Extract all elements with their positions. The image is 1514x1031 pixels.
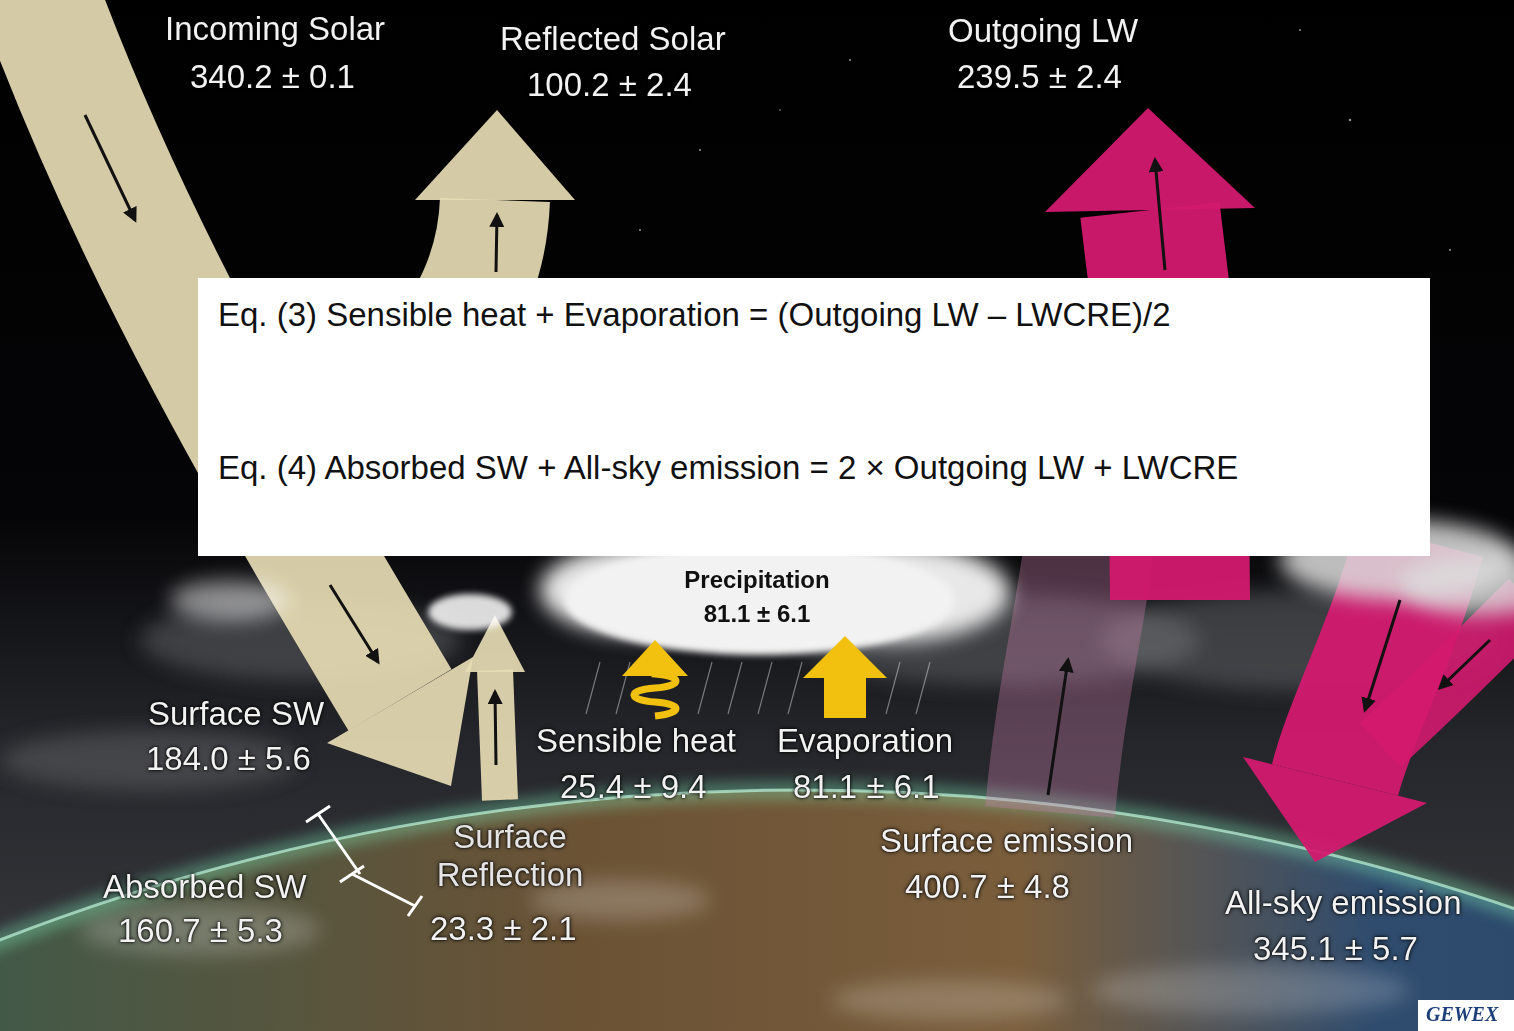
horizon-line	[0, 790, 1514, 1031]
flux-value: 239.5 ± 2.4	[957, 58, 1122, 96]
label-slot: 81.1 ± 6.1	[793, 768, 940, 806]
flux-name: Absorbed SW	[103, 868, 307, 906]
cloud	[170, 580, 290, 620]
all-sky-emission-head	[1243, 757, 1427, 862]
label-slot: Absorbed SW	[103, 868, 307, 906]
direction-arrow	[330, 585, 378, 662]
flux-name: Sensible heat	[536, 722, 736, 760]
direction-arrow	[495, 692, 496, 765]
rain-streak	[916, 662, 930, 714]
label-slot: All-sky emission	[1225, 884, 1462, 922]
stars	[639, 29, 1451, 251]
outgoing-lw-head	[1045, 108, 1255, 212]
direction-arrow	[496, 215, 497, 272]
equation-text: Eq. (3) Sensible heat + Evaporation = (O…	[218, 295, 1410, 335]
sensible-heat-head	[622, 640, 688, 676]
flux-name: Incoming Solar	[165, 10, 385, 48]
evaporation-band	[824, 676, 866, 718]
all-sky-emission-stream	[1380, 600, 1514, 745]
star	[639, 229, 641, 231]
label-slot: Evaporation	[777, 722, 953, 760]
cloud	[1400, 555, 1514, 615]
star	[849, 59, 851, 61]
earth	[0, 790, 1514, 1031]
equation-box: Eq. (3) Sensible heat + Evaporation = (O…	[198, 278, 1430, 556]
rain-streak	[728, 662, 742, 714]
flux-name: Precipitation	[657, 566, 857, 594]
rain-streak	[698, 662, 712, 714]
label-slot: Surface emission	[880, 822, 1133, 860]
label-slot: 400.7 ± 4.8	[905, 868, 1070, 906]
label-slot: 345.1 ± 5.7	[1253, 930, 1418, 968]
label-slot: 81.1 ± 6.1	[657, 600, 857, 628]
flux-value: 345.1 ± 5.7	[1253, 930, 1418, 968]
cloud	[830, 980, 1070, 1020]
direction-arrows	[85, 115, 1490, 795]
star	[779, 109, 781, 111]
cloud	[428, 594, 512, 630]
label-slot: Sensible heat	[536, 722, 736, 760]
flux-value: 100.2 ± 2.4	[527, 66, 692, 104]
flux-name: All-sky emission	[1225, 884, 1462, 922]
label-slot: Outgoing LW	[948, 12, 1138, 50]
sensible-heat-squiggle	[634, 670, 676, 716]
flux-value: 184.0 ± 5.6	[146, 740, 311, 778]
rain-streak	[758, 662, 772, 714]
label-slot: 239.5 ± 2.4	[957, 58, 1122, 96]
label-slot: Precipitation	[657, 566, 857, 594]
cloud	[1090, 965, 1410, 1015]
flux-name: Surface emission	[880, 822, 1133, 860]
rain-streak	[788, 662, 802, 714]
surface-emission-band	[1050, 540, 1090, 812]
star	[1349, 119, 1351, 121]
reflected-solar-head	[415, 110, 575, 200]
label-slot: 23.3 ± 2.1	[430, 910, 577, 948]
star	[699, 149, 701, 151]
flux-name: Surface Reflection	[425, 818, 595, 894]
label-slot: Reflected Solar	[500, 20, 726, 58]
evaporation-head	[803, 636, 887, 678]
cloud	[80, 905, 320, 955]
rain-streak	[886, 662, 900, 714]
direction-arrow	[1365, 600, 1400, 710]
equation-text: Eq. (4) Absorbed SW + All-sky emission =…	[218, 448, 1410, 488]
label-slot: Surface Reflection	[425, 818, 595, 894]
label-slot: Incoming Solar	[165, 10, 385, 48]
rain-streak	[586, 662, 600, 714]
flux-value: 23.3 ± 2.1	[430, 910, 577, 948]
surface-reflection-band	[495, 670, 500, 800]
logo-text: GEWEX	[1426, 1003, 1498, 1026]
flux-name: Outgoing LW	[948, 12, 1138, 50]
label-slot: 340.2 ± 0.1	[190, 58, 355, 96]
star	[1449, 249, 1451, 251]
label-slot: 25.4 ± 9.4	[560, 768, 707, 806]
flux-name: Evaporation	[777, 722, 953, 760]
direction-arrow	[1440, 640, 1490, 688]
label-slot: 160.7 ± 5.3	[118, 912, 283, 950]
star	[1299, 29, 1301, 31]
label-slot: 100.2 ± 2.4	[527, 66, 692, 104]
flux-name: Reflected Solar	[500, 20, 726, 58]
precipitation-cloud	[565, 545, 955, 655]
flux-name: Surface SW	[148, 695, 324, 733]
flux-value: 160.7 ± 5.3	[118, 912, 283, 950]
flux-value: 81.1 ± 6.1	[657, 600, 857, 628]
direction-arrow	[1048, 660, 1068, 795]
logo-ground	[1418, 1000, 1514, 1031]
horizon-glow	[0, 790, 1514, 1031]
split-bracket	[306, 806, 422, 916]
flux-value: 400.7 ± 4.8	[905, 868, 1070, 906]
flux-value: 81.1 ± 6.1	[793, 768, 940, 806]
incoming-solar-head	[327, 657, 473, 786]
flux-value: 25.4 ± 9.4	[560, 768, 707, 806]
flux-value: 340.2 ± 0.1	[190, 58, 355, 96]
direction-arrow	[85, 115, 135, 220]
label-slot: Surface SW	[148, 695, 324, 733]
direction-arrow	[1155, 160, 1165, 270]
label-slot: GEWEX	[1426, 1003, 1498, 1026]
label-slot: 184.0 ± 5.6	[146, 740, 311, 778]
